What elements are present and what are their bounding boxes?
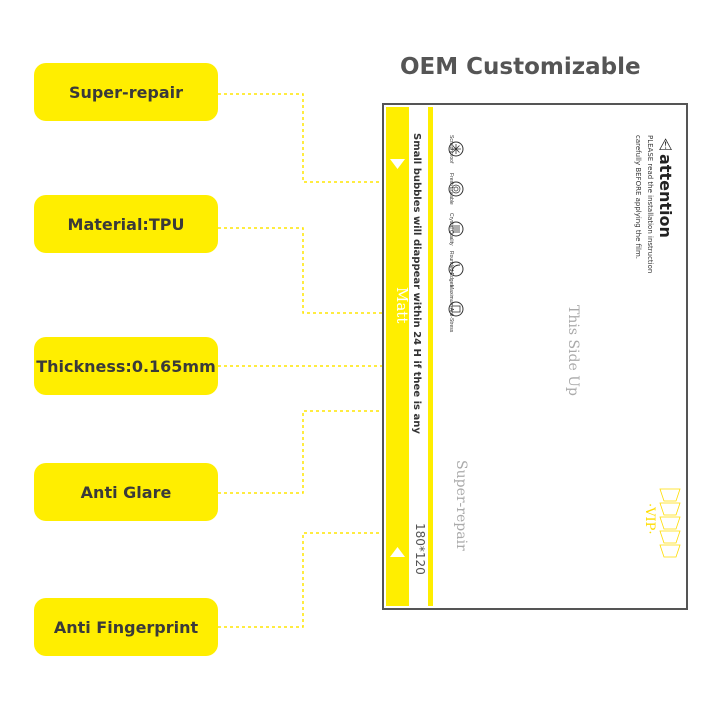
icon-label: Scratchproof	[448, 134, 454, 164]
vip-label: ·VIP·	[642, 503, 657, 535]
attention-text: attention	[656, 154, 675, 238]
scratchproof-icon	[448, 141, 464, 157]
chevron-marks	[390, 159, 405, 557]
super-repair-label: Super-repair	[453, 460, 469, 551]
yellow-line	[428, 107, 433, 606]
page-title: OEM Customizable	[400, 54, 641, 80]
this-side-up-label: This Side Up	[565, 305, 581, 396]
icon-label: Maximum Anti-Stress	[448, 285, 454, 333]
icon-label: Crystal Quality	[448, 212, 454, 246]
feature-icons: Scratchproof Fresh Lovable Crystal Quali…	[448, 129, 494, 333]
warning-icon: ⚠	[656, 135, 675, 154]
feature-thickness: Thickness:0.165mm	[34, 337, 218, 395]
crystal-icon	[448, 221, 464, 237]
fingerprint-icon	[448, 181, 464, 197]
matt-label: Matt	[393, 287, 411, 324]
rounded-edge-icon	[448, 261, 464, 277]
icon-label: Rounded Edges	[448, 251, 454, 287]
feature-anti-glare: Anti Glare	[34, 463, 218, 521]
yellow-stripe: Matt	[386, 107, 411, 606]
bubble-note: Small bubbles will diappear within 24 H …	[411, 133, 422, 434]
attention-title: ⚠attention	[656, 135, 675, 238]
size-label: 180*120	[413, 523, 427, 575]
film-package: Matt Small bubbles will diappear within …	[382, 103, 688, 610]
feature-anti-fingerprint: Anti Fingerprint	[34, 598, 218, 656]
icon-label: Fresh Lovable	[448, 173, 454, 205]
instruction-text: PLEASE read the installation instruction…	[634, 135, 654, 274]
feature-super-repair: Super-repair	[34, 63, 218, 121]
feature-material: Material:TPU	[34, 195, 218, 253]
diamond-icon	[659, 488, 681, 558]
anti-stress-icon	[448, 301, 464, 317]
